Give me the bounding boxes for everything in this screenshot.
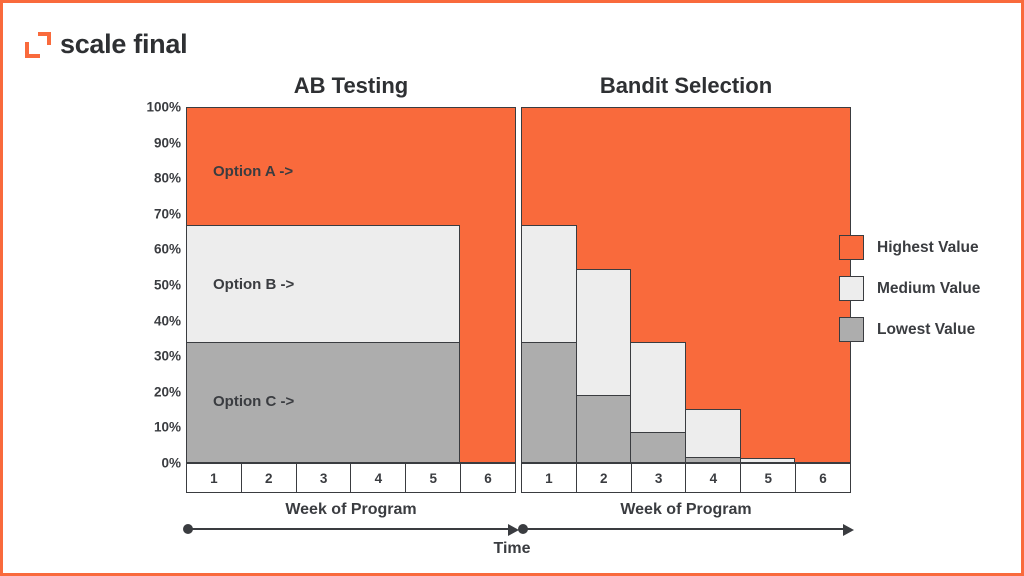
y-axis-tick: 0%	[161, 455, 181, 471]
chart-title-ab-testing: AB Testing	[293, 73, 409, 98]
area-segment-medium	[740, 458, 796, 462]
brand-name: scale final	[60, 29, 188, 59]
x-axis-tick: 4	[351, 464, 407, 492]
area-segment-medium	[686, 408, 741, 462]
legend-item: Highest Value	[839, 235, 980, 260]
x-axis-tick: 5	[406, 464, 462, 492]
annotation-option-c: Option C ->	[213, 392, 295, 410]
x-axis-tick: 2	[577, 464, 632, 492]
legend-item: Lowest Value	[839, 317, 980, 342]
x-axis-tick: 2	[242, 464, 297, 492]
area-segment-lowest	[241, 341, 297, 462]
area-segment-lowest	[686, 456, 741, 462]
legend-item-label: Medium Value	[877, 279, 981, 297]
time-arrow-left	[183, 523, 519, 536]
legend-item: Medium Value	[839, 276, 980, 301]
x-axis-tick: 6	[484, 470, 492, 486]
y-axis-tick: 10%	[153, 419, 181, 435]
annotation-option-a: Option A ->	[213, 162, 294, 180]
area-segment-lowest	[405, 341, 461, 462]
x-axis-tick: 3	[297, 464, 352, 492]
time-arrow-right	[518, 523, 854, 536]
x-axis-tick: 3	[632, 464, 687, 492]
bracket-corner-icon	[25, 31, 51, 58]
y-axis-tick: 30%	[153, 348, 181, 364]
area-segment-lowest	[576, 394, 632, 462]
time-arrow-head-icon	[843, 523, 854, 536]
y-axis-tick: 50%	[153, 277, 181, 293]
x-axis-tick: 4	[686, 464, 742, 492]
time-arrow-line	[188, 528, 511, 531]
area-segment-lowest	[351, 341, 406, 462]
y-axis-tick: 70%	[153, 206, 181, 222]
legend-swatch-icon	[839, 276, 864, 301]
y-axis-tick: 90%	[153, 135, 181, 151]
x-axis-caption-ab-testing: Week of Program	[285, 501, 417, 518]
x-axis-tick: 1	[187, 464, 242, 492]
y-axis-tick: 100%	[146, 99, 181, 115]
plot-area-ab-testing: Option A -> Option B -> Option C ->	[186, 107, 516, 463]
legend-swatch-icon	[839, 235, 864, 260]
y-axis-tick: 40%	[153, 313, 181, 329]
area-segment-lowest	[522, 341, 577, 462]
x-axis-caption-bandit-selection: Week of Program	[620, 501, 752, 518]
brand-logo: scale final	[25, 29, 188, 60]
x-axis-tick: 1	[522, 464, 577, 492]
x-axis-tick: 6	[819, 470, 827, 486]
annotation-option-b: Option B ->	[213, 276, 295, 293]
area-segment-lowest	[187, 341, 242, 462]
legend-item-label: Highest Value	[877, 238, 979, 256]
plot-area-bandit-selection	[521, 107, 851, 463]
chart-title-bandit-selection: Bandit Selection	[599, 73, 773, 98]
time-arrow-head-icon	[508, 523, 519, 536]
x-axis-tick: 5	[741, 464, 797, 492]
area-segment-lowest	[296, 341, 351, 462]
y-axis-tick: 60%	[153, 241, 181, 257]
area-segment-lowest	[631, 431, 686, 462]
time-arrow-line	[523, 528, 846, 531]
legend-item-label: Lowest Value	[877, 320, 976, 338]
y-axis-tick: 20%	[153, 384, 181, 400]
time-axis-label: Time	[493, 540, 531, 557]
y-axis-tick: 80%	[153, 170, 181, 186]
y-axis: 100% 90% 80% 70% 60% 50% 40% 30% 20% 10% 0%	[131, 100, 181, 471]
legend-swatch-icon	[839, 317, 864, 342]
